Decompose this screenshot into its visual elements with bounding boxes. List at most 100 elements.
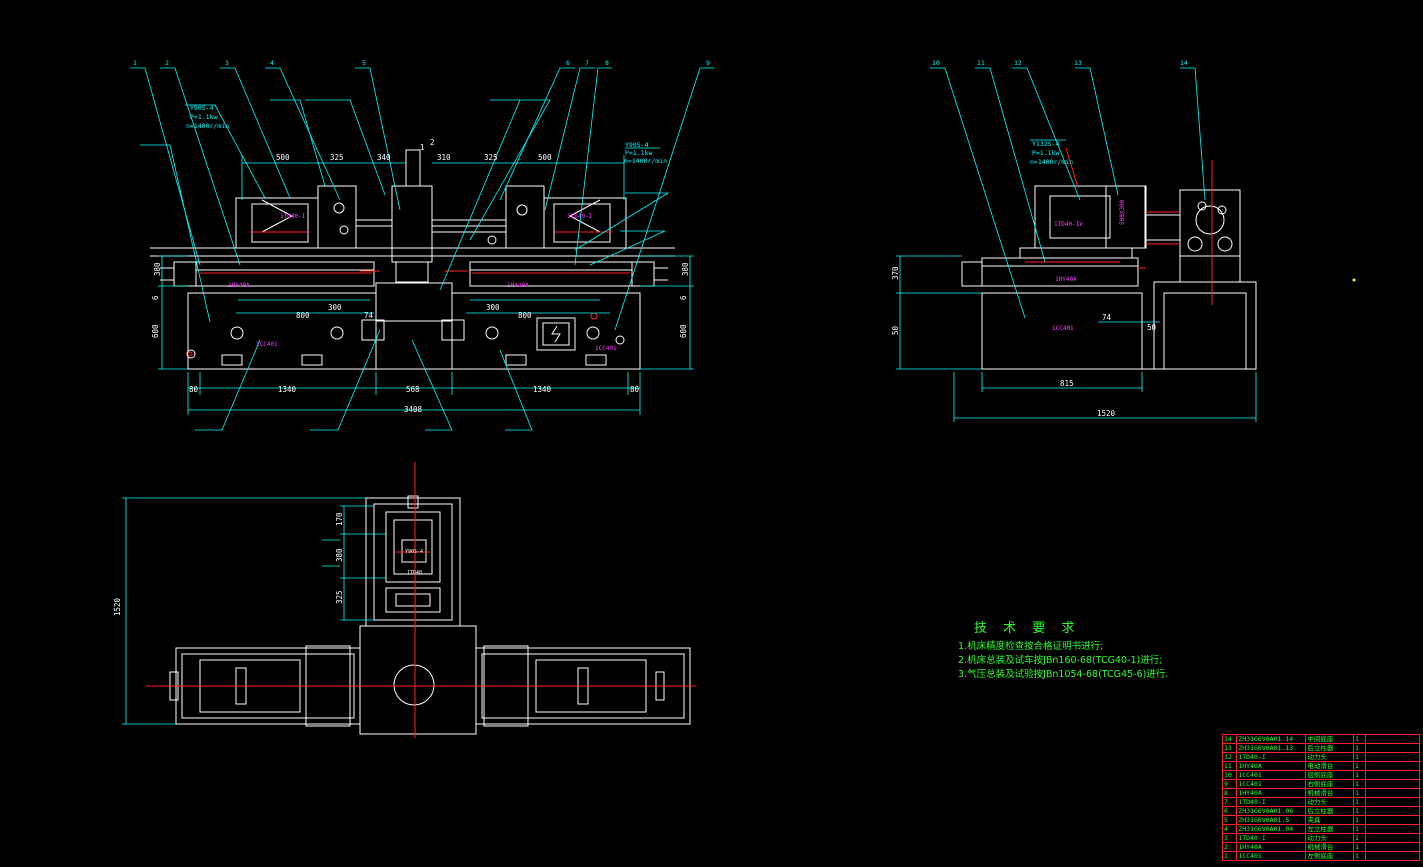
callout-12: 12 — [1014, 59, 1022, 67]
side-base-label: 1CC401 — [1052, 325, 1074, 332]
bom-cell: 1 — [1352, 842, 1367, 852]
callout-6: 6 — [566, 59, 570, 67]
bom-cell: 动力头 — [1305, 797, 1354, 807]
bom-cell: 1CC401 — [1236, 770, 1307, 780]
bom-cell: 机械滑台 — [1305, 842, 1354, 852]
plan-dim-170: 170 — [335, 512, 344, 526]
bom-cell: 1 — [1352, 833, 1367, 843]
left-base — [187, 292, 377, 370]
bom-cell-empty — [1365, 734, 1420, 744]
bom-cell: 1 — [1352, 824, 1367, 834]
bom-cell: 4 — [1221, 824, 1238, 834]
dim-right-600: 600 — [679, 324, 688, 338]
marker-dot — [1352, 278, 1356, 282]
bom-cell-empty — [1365, 842, 1420, 852]
plan-view — [169, 495, 691, 735]
fixture — [391, 185, 433, 263]
plan-dim-380: 380 — [335, 548, 344, 562]
plan-dim-1520: 1520 — [113, 597, 122, 616]
motor-spec-left-3: n=1400r/min — [186, 122, 229, 130]
bom-cell: 后立柱器 — [1305, 806, 1354, 816]
callout-3: 3 — [225, 59, 229, 67]
side-motor-spec-2: P=1.1kw — [1032, 149, 1059, 157]
dim-top-1: 1 — [420, 143, 425, 152]
side-dim-1520: 1520 — [1097, 409, 1116, 418]
bom-cell: 13 — [1221, 743, 1238, 753]
dim-overall: 3408 — [404, 405, 423, 414]
side-dim-370: 370 — [891, 266, 900, 280]
tech-requirements: 技 术 要 求 1.机床精度检查按合格证明书进行; 2.机床总装及试车按JBn1… — [958, 622, 1168, 682]
bom-cell: 5 — [1221, 815, 1238, 825]
dim-bottom-80-left: 80 — [189, 385, 199, 394]
left-power-head — [235, 197, 319, 249]
dim-mid-300-right: 300 — [486, 303, 500, 312]
bom-cell: 2 — [1221, 842, 1238, 852]
bom-cell: ZH31G6V0A01.13 — [1236, 743, 1307, 753]
bom-cell: 1 — [1352, 797, 1367, 807]
callout-4: 4 — [270, 59, 274, 67]
right-slide — [469, 261, 633, 287]
bom-cell: 9 — [1221, 779, 1238, 789]
front-dimension-lines — [130, 67, 715, 431]
slide-label-right: 1HY40A — [507, 282, 529, 289]
tech-requirements-title: 技 术 要 求 — [974, 621, 1081, 636]
bom-cell: 7 — [1221, 797, 1238, 807]
callout-10: 10 — [932, 59, 940, 67]
callout-13: 13 — [1074, 59, 1082, 67]
bom-cell: ZH31G6V0A01.04 — [1236, 824, 1307, 834]
bom-cell: 10 — [1221, 770, 1238, 780]
dim-mid-300-left: 300 — [328, 303, 342, 312]
callout-9: 9 — [706, 59, 710, 67]
bom-cell: 12 — [1221, 752, 1238, 762]
bom-cell: 机械滑台 — [1305, 788, 1354, 798]
side-middle-base — [1153, 281, 1257, 370]
side-head-label: 1TD40-IV — [1054, 221, 1083, 228]
bom-cell: 3 — [1221, 833, 1238, 843]
dim-bottom-568: 568 — [406, 385, 420, 394]
callout-11: 11 — [977, 59, 985, 67]
dim-left-6: 6 — [151, 295, 160, 300]
bom-cell: 1 — [1352, 752, 1367, 762]
bom-cell: 右侧底座 — [1305, 779, 1354, 789]
bom-cell: 14 — [1221, 734, 1238, 744]
bom-cell: 左立柱器 — [1305, 824, 1354, 834]
bom-cell: 左侧底座 — [1305, 851, 1354, 861]
bom-cell-empty — [1365, 815, 1420, 825]
dim-bottom-1340-right: 1340 — [533, 385, 552, 394]
callout-1: 1 — [133, 59, 137, 67]
left-slide — [195, 261, 375, 287]
bom-cell: ZH31G6V0A01.5 — [1236, 815, 1307, 825]
plan-dimension-lines — [122, 497, 386, 725]
motor-spec-right-3: n=1400r/min — [624, 157, 667, 165]
plan-dim-325: 325 — [335, 590, 344, 604]
bom-cell: 层侧底座 — [1305, 770, 1354, 780]
side-dim-50b: 50 — [1147, 323, 1157, 332]
base-label-right: 1CC401 — [595, 345, 617, 352]
bom-cell: 1HY40A — [1236, 842, 1307, 852]
dim-top-500-left: 500 — [276, 153, 290, 162]
motor-spec-left-1: Y90S-4 — [190, 104, 214, 112]
side-power-head — [1034, 185, 1146, 249]
bom-cell: 11 — [1221, 761, 1238, 771]
bom-cell: 电动滑台 — [1305, 761, 1354, 771]
side-dim-50: 50 — [891, 325, 900, 335]
bom-cell-empty — [1365, 833, 1420, 843]
bom-cell-empty — [1365, 743, 1420, 753]
callout-14: 14 — [1180, 59, 1188, 67]
bom-cell-empty — [1365, 761, 1420, 771]
side-motor-spec-1: Y132S-4 — [1032, 140, 1059, 148]
bom-cell-empty — [1365, 806, 1420, 816]
side-dimension-lines — [896, 67, 1257, 422]
bom-cell: 1 — [1352, 779, 1367, 789]
tech-requirement-3: 3.气压总装及试验按JBn1054-68(TCG45-6)进行. — [958, 669, 1169, 680]
dim-top-340: 340 — [377, 153, 391, 162]
